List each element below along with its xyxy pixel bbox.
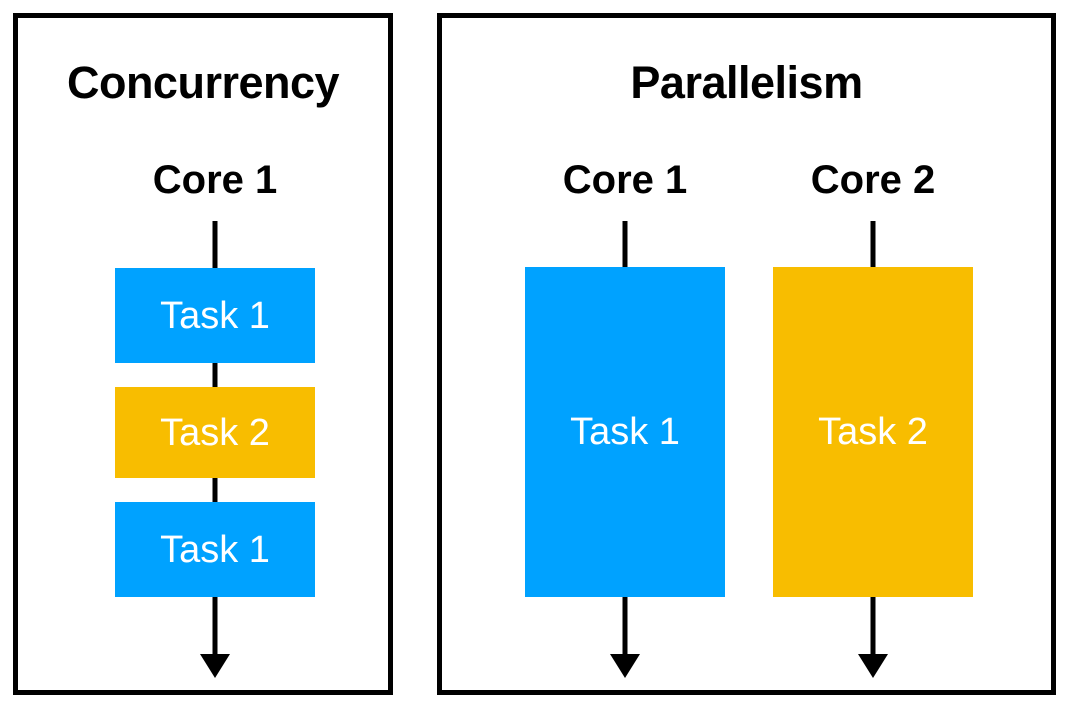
task-block-concurrency-2: Task 2 bbox=[115, 387, 315, 478]
core-label-parallelism-core-1: Core 1 bbox=[562, 158, 688, 202]
connector-task3-to-arrow bbox=[212, 597, 218, 654]
task-label: Task 1 bbox=[160, 294, 270, 337]
connector-task1-to-task2 bbox=[212, 363, 218, 387]
task-block-concurrency-3: Task 1 bbox=[115, 502, 315, 597]
task-label: Task 1 bbox=[570, 411, 680, 453]
panel-title-concurrency: Concurrency bbox=[66, 57, 340, 108]
task-label: Task 2 bbox=[160, 411, 270, 454]
connector-task-to-arrow-core-1 bbox=[622, 597, 628, 654]
connector-core1-to-task bbox=[622, 221, 628, 267]
core-label-parallelism-core-2: Core 2 bbox=[810, 158, 936, 202]
task-block-concurrency-1: Task 1 bbox=[115, 268, 315, 363]
core-label-concurrency-core-1: Core 1 bbox=[152, 158, 278, 202]
task-block-parallelism-core-2: Task 2 bbox=[773, 267, 973, 597]
panel-concurrency: Concurrency Core 1 Task 1 Task 2 Task 1 bbox=[13, 13, 393, 695]
connector-core2-to-task bbox=[870, 221, 876, 267]
arrow-head-parallelism-core-2 bbox=[858, 654, 888, 678]
task-block-parallelism-core-1: Task 1 bbox=[525, 267, 725, 597]
arrow-head-concurrency-core-1 bbox=[200, 654, 230, 678]
connector-task-to-arrow-core-2 bbox=[870, 597, 876, 654]
task-label: Task 1 bbox=[160, 528, 270, 571]
arrow-head-parallelism-core-1 bbox=[610, 654, 640, 678]
connector-task2-to-task3 bbox=[212, 478, 218, 502]
task-label: Task 2 bbox=[818, 411, 928, 453]
panel-parallelism: Parallelism Core 1 Task 1 Core 2 Task 2 bbox=[437, 13, 1056, 695]
connector-core1-to-task1 bbox=[212, 221, 218, 268]
panel-title-parallelism: Parallelism bbox=[630, 57, 863, 108]
lane-parallelism-core-2: Core 2 Task 2 bbox=[442, 18, 973, 690]
lane-concurrency-core-1: Core 1 Task 1 Task 2 Task 1 bbox=[18, 18, 388, 690]
lane-parallelism-core-1: Core 1 Task 1 bbox=[442, 18, 822, 690]
